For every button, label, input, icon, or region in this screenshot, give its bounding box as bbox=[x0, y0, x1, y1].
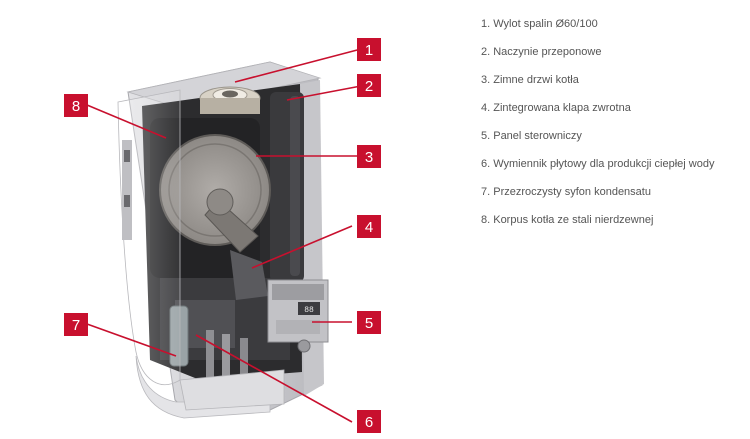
callout-badge-7: 7 bbox=[64, 313, 88, 336]
callout-badge-2: 2 bbox=[357, 74, 381, 97]
control-panel-display: 88 bbox=[304, 306, 314, 315]
leader-line-4 bbox=[251, 225, 353, 269]
legend-item-1: 1. Wylot spalin Ø60/100 bbox=[481, 18, 598, 30]
leader-line-7 bbox=[86, 323, 177, 357]
parts-legend: 1. Wylot spalin Ø60/100 2. Naczynie prze… bbox=[481, 10, 750, 234]
callout-number: 1 bbox=[365, 42, 373, 59]
legend-item-6: 6. Wymiennik płytowy dla produkcji ciepł… bbox=[481, 158, 715, 170]
legend-item-4: 4. Zintegrowana klapa zwrotna bbox=[481, 102, 631, 114]
callout-number: 2 bbox=[365, 78, 373, 95]
legend-item-3: 3. Zimne drzwi kotła bbox=[481, 74, 579, 86]
callout-badge-6: 6 bbox=[357, 410, 381, 433]
callout-badge-4: 4 bbox=[357, 215, 381, 238]
legend-item-7: 7. Przezroczysty syfon kondensatu bbox=[481, 186, 651, 198]
callout-badge-8: 8 bbox=[64, 94, 88, 117]
leader-line-2 bbox=[286, 85, 362, 101]
callout-number: 4 bbox=[365, 219, 373, 236]
leader-line-8 bbox=[86, 104, 167, 139]
callout-number: 3 bbox=[365, 149, 373, 166]
callout-number: 8 bbox=[72, 98, 80, 115]
legend-item-5: 5. Panel sterowniczy bbox=[481, 130, 582, 142]
callout-number: 7 bbox=[72, 317, 80, 334]
callout-badge-3: 3 bbox=[357, 145, 381, 168]
callout-badge-1: 1 bbox=[357, 38, 381, 61]
leader-line-6 bbox=[195, 334, 353, 423]
legend-item-2: 2. Naczynie przeponowe bbox=[481, 46, 602, 58]
callout-number: 5 bbox=[365, 315, 373, 332]
legend-item-8: 8. Korpus kotła ze stali nierdzewnej bbox=[481, 214, 654, 226]
boiler-illustration: 88 bbox=[117, 61, 329, 419]
callout-leaders bbox=[86, 48, 362, 423]
callout-badge-5: 5 bbox=[357, 311, 381, 334]
callout-number: 6 bbox=[365, 414, 373, 431]
leader-line-1 bbox=[234, 48, 362, 83]
